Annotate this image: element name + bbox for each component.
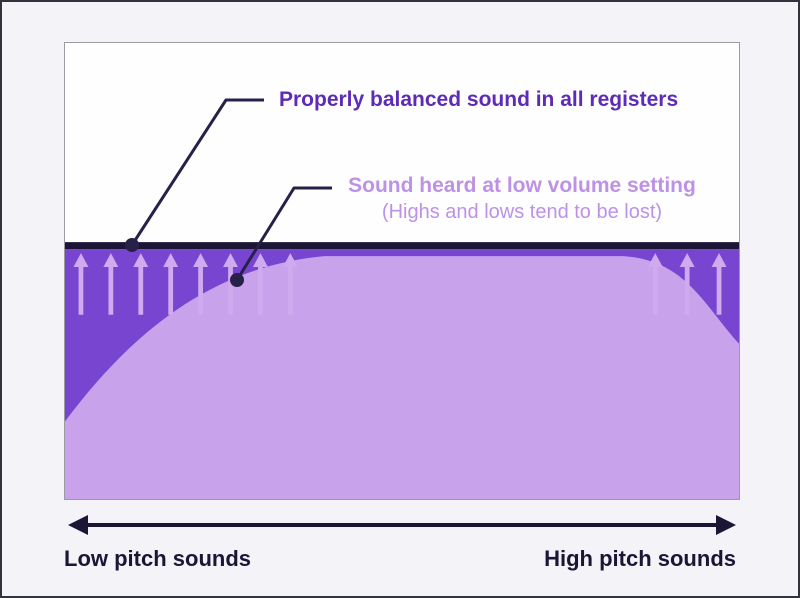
balanced-response-line: [65, 242, 739, 250]
right-arrowhead-icon: [716, 515, 736, 535]
frequency-response-chart: [65, 242, 739, 499]
low-pitch-label: Low pitch sounds: [64, 546, 251, 571]
low-volume-label: Sound heard at low volume setting: [348, 174, 696, 197]
low-volume-label-group: Sound heard at low volume setting (Highs…: [302, 174, 742, 224]
low-volume-dome: [65, 256, 739, 499]
high-pitch-label: High pitch sounds: [544, 546, 736, 571]
pitch-axis-arrow: [68, 515, 736, 535]
balanced-sound-label: Properly balanced sound in all registers: [279, 88, 679, 111]
chart-area: [64, 42, 740, 500]
left-arrowhead-icon: [68, 515, 88, 535]
low-volume-note-label: (Highs and lows tend to be lost): [381, 201, 663, 223]
